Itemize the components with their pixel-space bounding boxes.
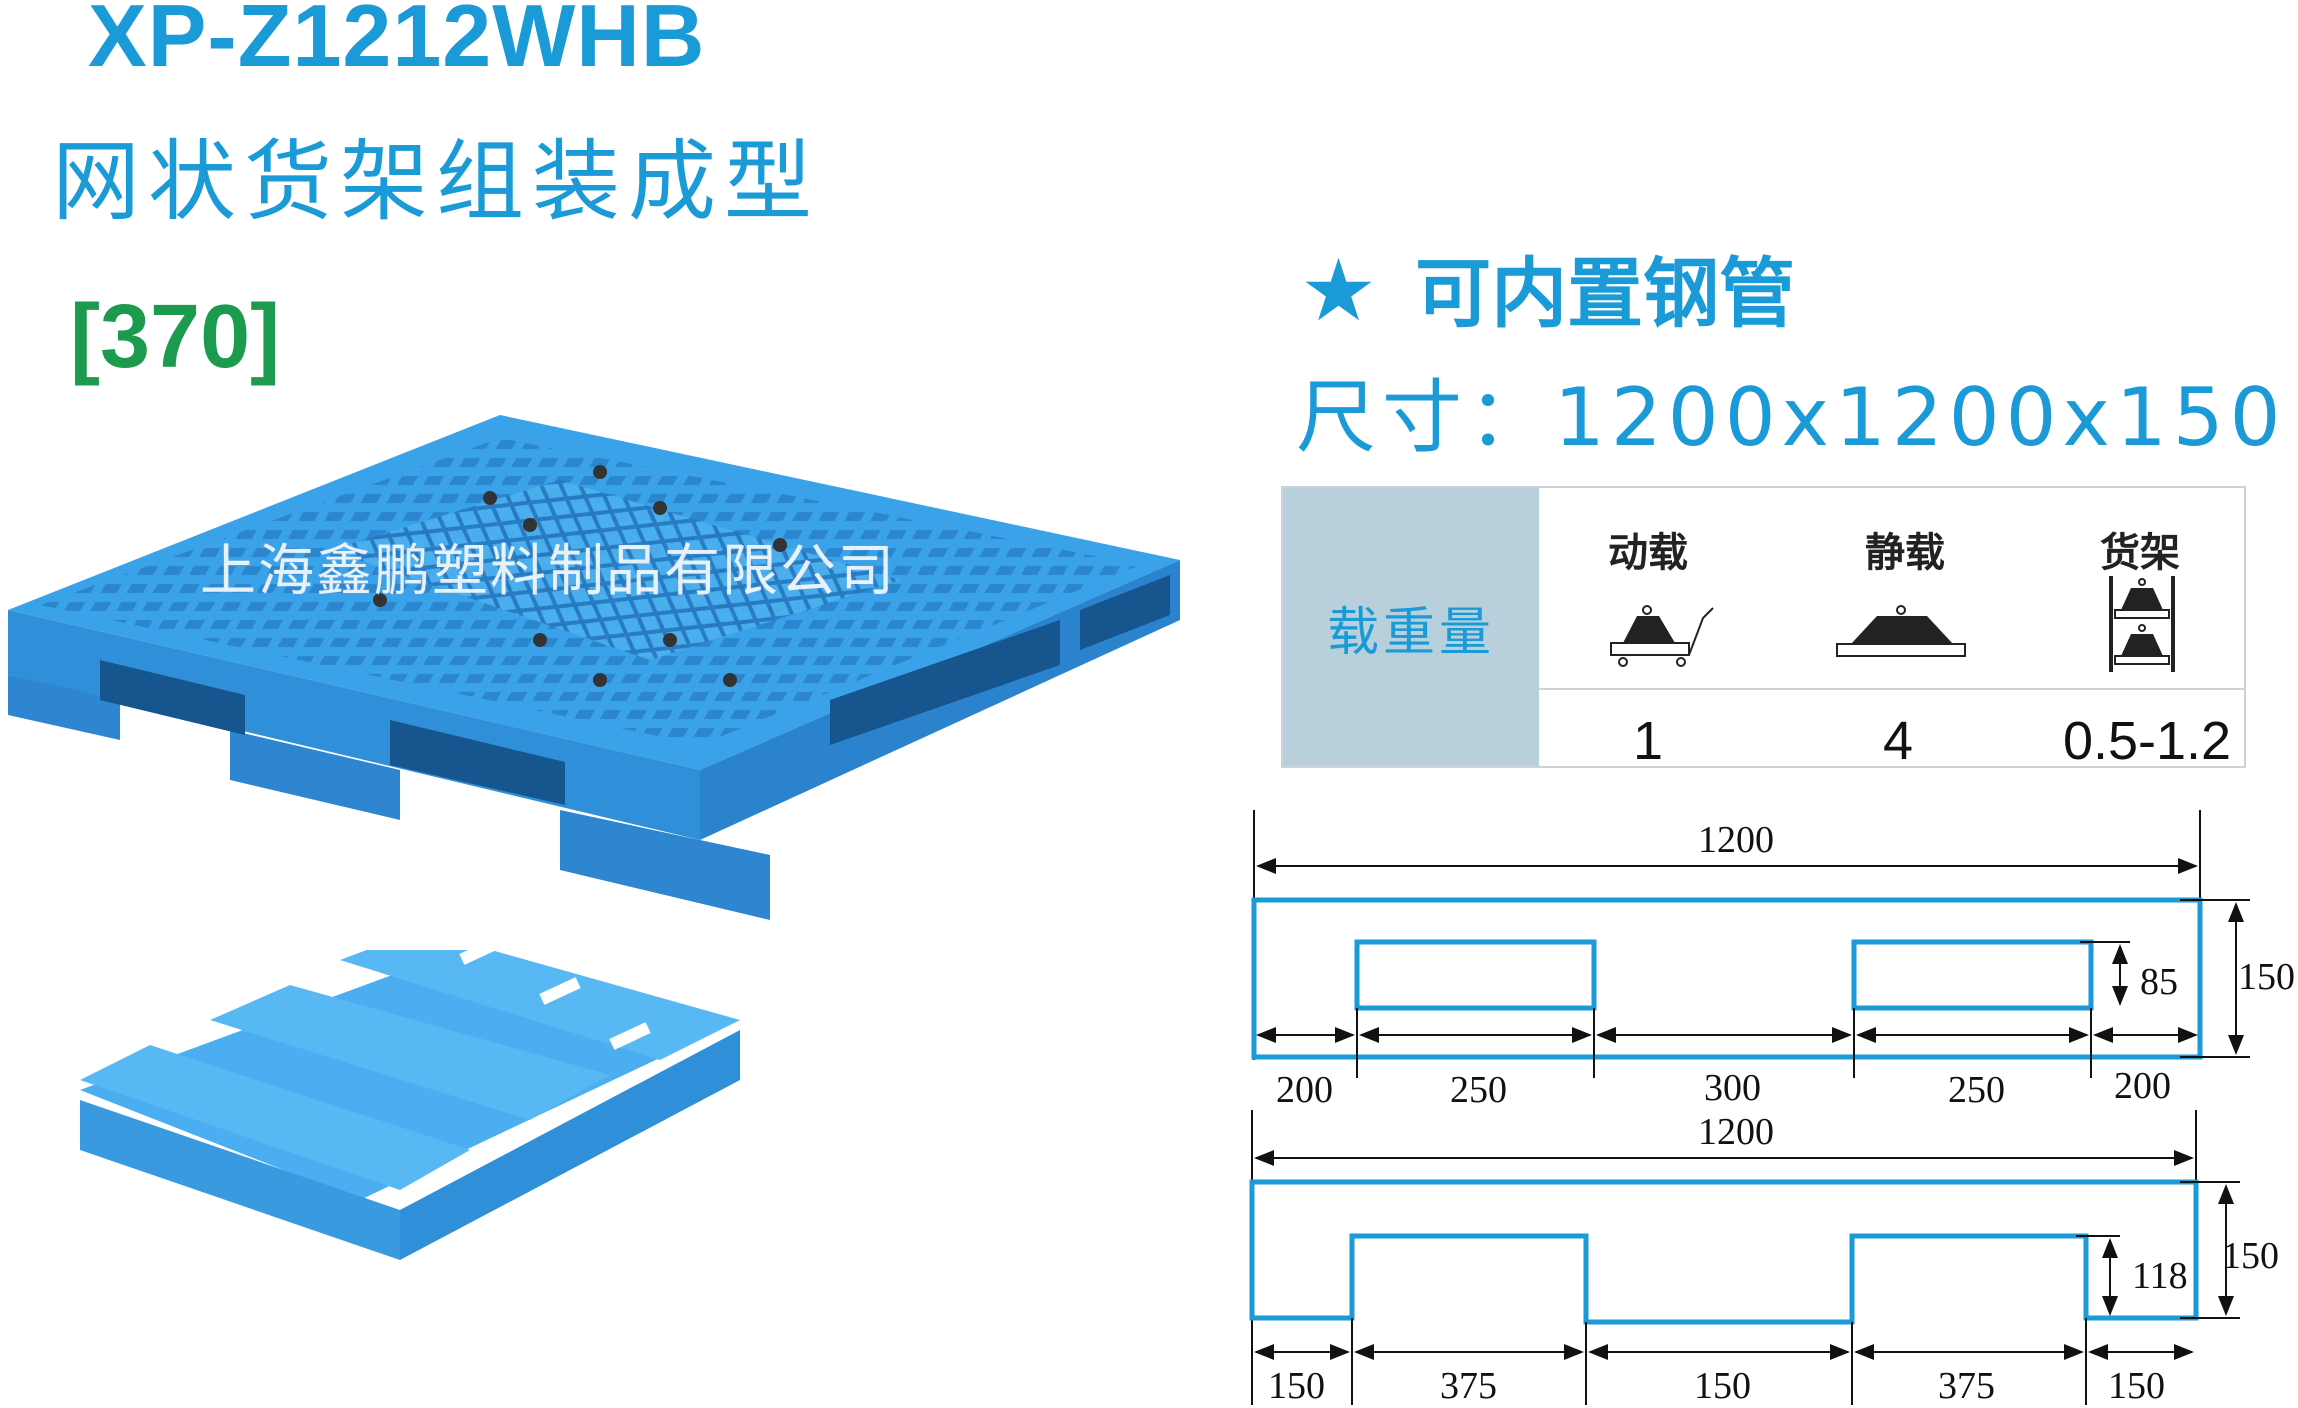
bottom-segment-5: 150	[2108, 1365, 2165, 1407]
load-capacity-table: 载重量 动载 静载 货架 1 4 0.5-1.2	[1281, 486, 2246, 771]
top-segment-4: 250	[1948, 1069, 2005, 1111]
load-table-header: 载重量	[1283, 488, 1539, 766]
product-subtitle: 网状货架组装成型	[52, 130, 821, 233]
feature-line: ★可内置钢管	[1300, 248, 1795, 334]
bottom-segment-2: 375	[1440, 1365, 1497, 1407]
product-code: [370]	[70, 287, 281, 387]
static-load-value: 4	[1882, 711, 1914, 771]
bottom-segment-3: 150	[1694, 1365, 1751, 1407]
bottom-segment-4: 375	[1938, 1365, 1995, 1407]
top-overall-length: 1200	[1698, 819, 1774, 861]
top-segment-5: 200	[2114, 1065, 2171, 1107]
rack-load-label: 货架	[2100, 530, 2180, 576]
size-label: 尺寸：	[1296, 371, 1554, 464]
company-watermark: 上海鑫鹏塑料制品有限公司	[200, 539, 896, 604]
size-value: 1200x1200x150	[1554, 371, 2287, 464]
top-segment-1: 200	[1276, 1069, 1333, 1111]
table-divider	[1539, 688, 2244, 690]
top-opening-height: 85	[2140, 961, 2178, 1003]
dimension-drawing-top	[1251, 810, 2250, 1078]
rack-load-icon	[2109, 576, 2175, 672]
feature-text: 可内置钢管	[1415, 249, 1796, 338]
rack-load-value: 0.5-1.2	[2062, 711, 2232, 771]
dynamic-load-icon	[1610, 605, 1714, 667]
bottom-overall-length: 1200	[1698, 1111, 1774, 1153]
top-segment-3: 300	[1704, 1067, 1761, 1109]
pallet-illustration	[8, 415, 1180, 920]
pallet-bottom-view	[80, 950, 740, 1260]
dynamic-load-label: 动载	[1608, 530, 1688, 576]
bottom-segment-1: 150	[1268, 1365, 1325, 1407]
star-icon: ★	[1300, 241, 1378, 341]
bottom-overall-height: 150	[2222, 1235, 2279, 1277]
top-segment-2: 250	[1450, 1069, 1507, 1111]
static-load-icon	[1836, 605, 1966, 657]
bottom-opening-height: 118	[2132, 1255, 2188, 1297]
size-line: 尺寸：1200x1200x150	[1296, 378, 2287, 458]
dynamic-load-value: 1	[1632, 711, 1664, 771]
dimension-drawing-bottom	[1249, 1110, 2240, 1405]
top-overall-height: 150	[2238, 956, 2295, 998]
static-load-label: 静载	[1865, 530, 1945, 576]
model-code: XP-Z1212WHB	[88, 0, 706, 85]
